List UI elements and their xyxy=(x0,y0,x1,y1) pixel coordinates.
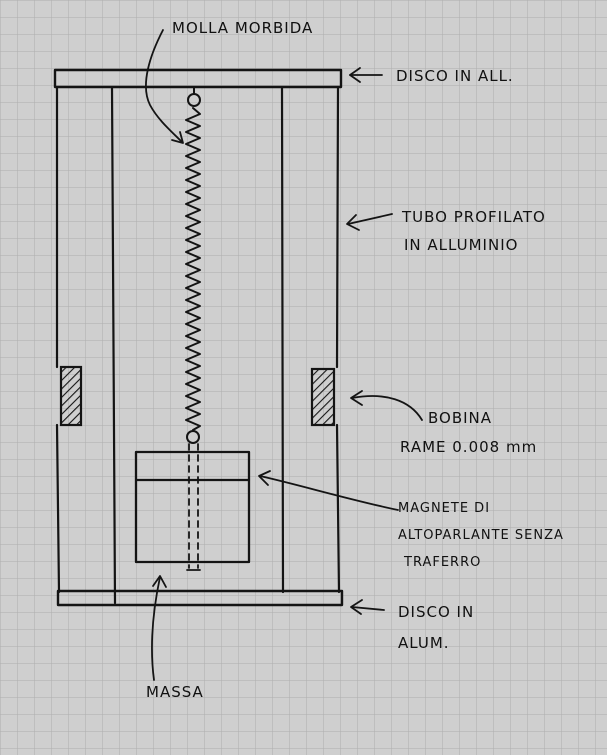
label-magnet-line3: TRAFERRO xyxy=(403,555,481,570)
tube-inner-walls xyxy=(110,86,285,605)
label-coil-line2: RAME 0.008 mm xyxy=(400,438,537,456)
label-coil-line1: BOBINA xyxy=(428,409,492,427)
arrow-mass xyxy=(151,575,167,681)
label-bottom-disc-line2: ALUM. xyxy=(398,634,450,652)
label-bottom-disc-line1: DISCO IN xyxy=(398,603,474,621)
arrow-bottom-disc xyxy=(350,599,385,615)
arrow-coil xyxy=(350,390,423,421)
label-tube-line1: TUBO PROFILATO xyxy=(401,208,546,226)
magnet-mass xyxy=(134,450,251,564)
label-mass: MASSA xyxy=(146,683,204,701)
label-magnet-line1: MAGNETE DI xyxy=(398,501,490,516)
top-disc xyxy=(53,68,343,89)
tube-outer-walls xyxy=(55,86,341,594)
coil-left xyxy=(59,365,83,427)
soft-spring xyxy=(185,86,201,571)
label-magnet-line2: ALTOPARLANTE SENZA xyxy=(398,528,564,543)
coil-right xyxy=(310,367,336,427)
arrow-top-disc xyxy=(349,67,383,83)
label-spring: MOLLA MORBIDA xyxy=(172,19,313,37)
arrow-tube xyxy=(346,213,393,231)
arrow-magnet xyxy=(258,470,399,511)
bottom-disc xyxy=(56,589,344,607)
arrow-spring xyxy=(145,29,184,144)
label-tube-line2: IN ALLUMINIO xyxy=(404,236,518,254)
label-top-disc: DISCO IN ALL. xyxy=(396,67,514,85)
